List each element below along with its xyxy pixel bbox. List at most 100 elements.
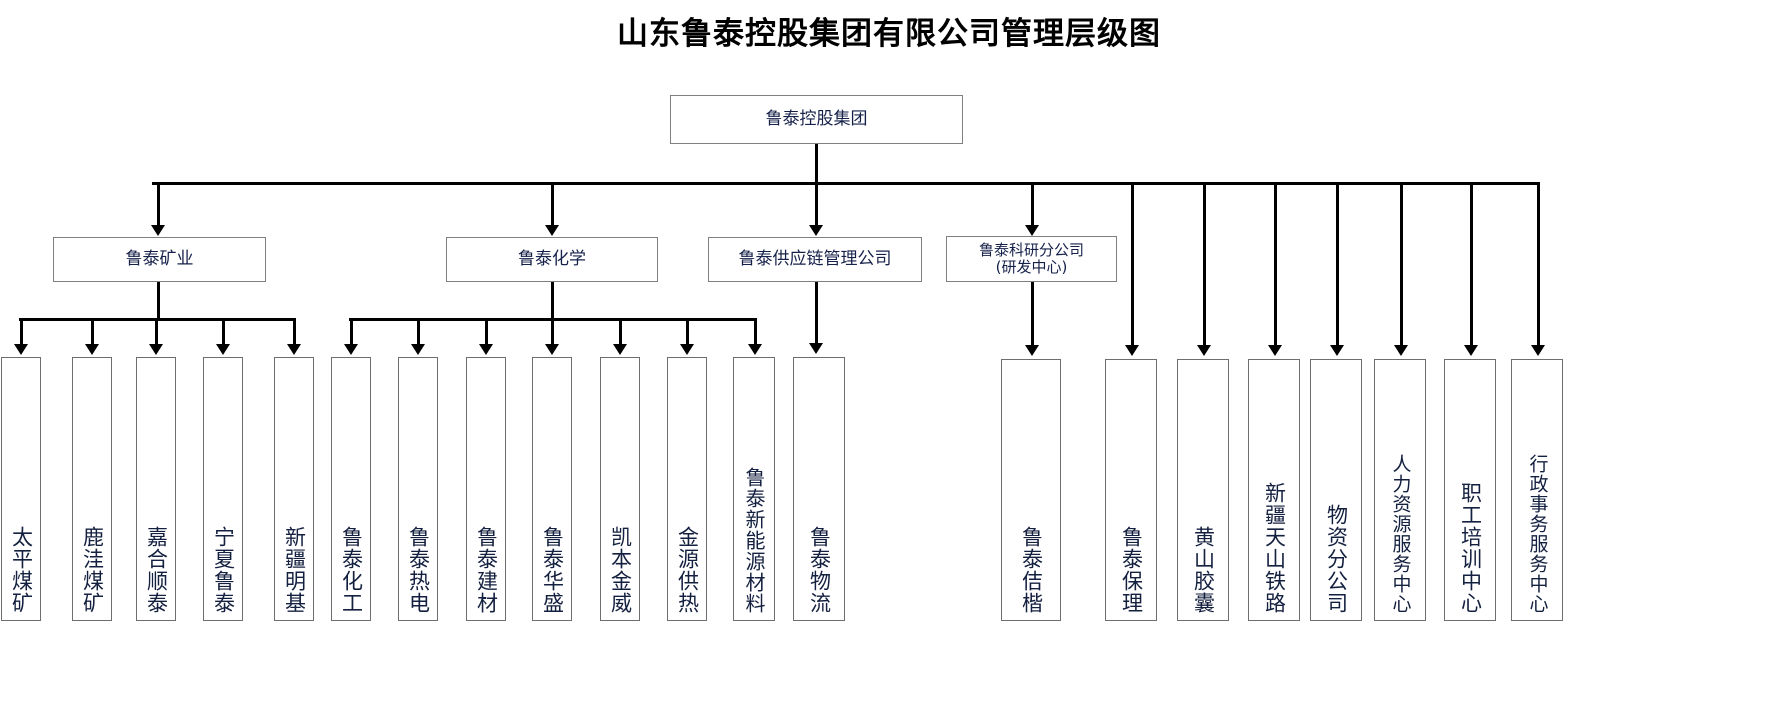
- node-chemical[interactable]: 鲁泰化学: [446, 237, 658, 282]
- connector-root-stem: [815, 144, 818, 183]
- connector-chemical-drop-1: [417, 318, 420, 346]
- leaf-direct-0[interactable]: 鲁泰保理: [1105, 359, 1157, 621]
- connector-drop-direct-5: [1470, 182, 1473, 347]
- arrow-mining: [151, 225, 165, 236]
- connector-drop-supply: [815, 182, 818, 227]
- leaf-direct-1[interactable]: 黄山胶囊: [1177, 359, 1229, 621]
- leaf-supply-0[interactable]: 鲁泰物流: [793, 357, 845, 621]
- leaf-mining-4[interactable]: 新疆明基: [274, 357, 314, 621]
- arrow-direct-6: [1531, 345, 1545, 356]
- connector-drop-direct-0: [1131, 182, 1134, 347]
- arrow-chemical-2: [479, 344, 493, 355]
- leaf-direct-6[interactable]: 行政事务服务中心: [1511, 359, 1563, 621]
- leaf-mining-2-label: 嘉合顺泰: [144, 526, 169, 614]
- arrow-mining-1: [85, 344, 99, 355]
- leaf-direct-3[interactable]: 物资分公司: [1310, 359, 1362, 621]
- arrow-chemical-0: [344, 344, 358, 355]
- connector-chemical-stem: [551, 282, 554, 320]
- leaf-mining-4-label: 新疆明基: [282, 526, 307, 614]
- leaf-chemical-4-label: 凯本金威: [608, 526, 633, 614]
- arrow-chemical: [545, 225, 559, 236]
- leaf-direct-4[interactable]: 人力资源服务中心: [1374, 359, 1426, 621]
- arrow-direct-1: [1197, 345, 1211, 356]
- leaf-chemical-3-label: 鲁泰华盛: [540, 526, 565, 614]
- leaf-direct-2-label: 新疆天山铁路: [1262, 482, 1287, 614]
- connector-drop-direct-3: [1336, 182, 1339, 347]
- connector-research-stem: [1031, 282, 1034, 347]
- arrow-supply-0: [809, 343, 823, 354]
- leaf-mining-2[interactable]: 嘉合顺泰: [136, 357, 176, 621]
- node-supply-chain[interactable]: 鲁泰供应链管理公司: [708, 237, 922, 282]
- leaf-mining-1[interactable]: 鹿洼煤矿: [72, 357, 112, 621]
- arrow-direct-5: [1464, 345, 1478, 356]
- leaf-supply-0-label: 鲁泰物流: [807, 526, 832, 614]
- connector-chemical-drop-5: [686, 318, 689, 346]
- leaf-chemical-2[interactable]: 鲁泰建材: [466, 357, 506, 621]
- connector-drop-direct-2: [1274, 182, 1277, 347]
- arrow-direct-2: [1268, 345, 1282, 356]
- connector-mining-drop-0: [20, 318, 23, 346]
- leaf-chemical-6[interactable]: 鲁泰新能源材料: [733, 357, 775, 621]
- connector-chemical-drop-6: [754, 318, 757, 346]
- node-research-label: 鲁泰科研分公司 (研发中心): [978, 240, 1084, 276]
- leaf-direct-0-label: 鲁泰保理: [1119, 526, 1144, 614]
- connector-mining-stem: [157, 282, 160, 320]
- leaf-direct-3-label: 物资分公司: [1324, 504, 1349, 614]
- connector-drop-direct-4: [1400, 182, 1403, 347]
- connector-mining-drop-1: [91, 318, 94, 346]
- arrow-mining-3: [216, 344, 230, 355]
- connector-chemical-drop-3: [551, 318, 554, 346]
- leaf-research-0-label: 鲁泰佶楷: [1019, 526, 1044, 614]
- node-research[interactable]: 鲁泰科研分公司 (研发中心): [946, 236, 1117, 282]
- leaf-mining-0-label: 太平煤矿: [9, 526, 34, 614]
- arrow-supply: [809, 225, 823, 236]
- connector-mining-drop-3: [222, 318, 225, 346]
- connector-supply-stem: [815, 282, 818, 345]
- connector-drop-chemical: [551, 182, 554, 227]
- node-supply-chain-label: 鲁泰供应链管理公司: [738, 248, 892, 269]
- arrow-mining-0: [14, 344, 28, 355]
- leaf-chemical-2-label: 鲁泰建材: [474, 526, 499, 614]
- connector-chemical-drop-2: [485, 318, 488, 346]
- arrow-mining-4: [287, 344, 301, 355]
- leaf-mining-3-label: 宁夏鲁泰: [211, 526, 236, 614]
- node-chemical-label: 鲁泰化学: [518, 248, 586, 269]
- connector-mining-drop-4: [293, 318, 296, 346]
- page-title: 山东鲁泰控股集团有限公司管理层级图: [617, 16, 1161, 52]
- connector-drop-direct-6: [1537, 182, 1540, 347]
- arrow-direct-0: [1125, 345, 1139, 356]
- leaf-direct-5-label: 职工培训中心: [1458, 482, 1483, 614]
- leaf-direct-5[interactable]: 职工培训中心: [1444, 359, 1496, 621]
- connector-chemical-drop-4: [619, 318, 622, 346]
- leaf-chemical-1[interactable]: 鲁泰热电: [398, 357, 438, 621]
- leaf-direct-2[interactable]: 新疆天山铁路: [1248, 359, 1300, 621]
- connector-drop-research: [1031, 182, 1034, 227]
- leaf-direct-6-label: 行政事务服务中心: [1526, 454, 1549, 614]
- connector-chemical-drop-0: [350, 318, 353, 346]
- leaf-mining-0[interactable]: 太平煤矿: [1, 357, 41, 621]
- connector-mining-drop-2: [155, 318, 158, 346]
- connector-drop-mining: [157, 182, 160, 227]
- leaf-chemical-5-label: 金源供热: [675, 526, 700, 614]
- arrow-research-0: [1025, 345, 1039, 356]
- node-mining[interactable]: 鲁泰矿业: [53, 237, 266, 282]
- leaf-mining-1-label: 鹿洼煤矿: [80, 526, 105, 614]
- leaf-chemical-1-label: 鲁泰热电: [406, 526, 431, 614]
- leaf-mining-3[interactable]: 宁夏鲁泰: [203, 357, 243, 621]
- leaf-chemical-3[interactable]: 鲁泰华盛: [532, 357, 572, 621]
- node-root-label: 鲁泰控股集团: [765, 108, 868, 129]
- leaf-direct-1-label: 黄山胶囊: [1191, 526, 1216, 614]
- leaf-chemical-4[interactable]: 凯本金威: [600, 357, 640, 621]
- leaf-direct-4-label: 人力资源服务中心: [1389, 454, 1412, 614]
- leaf-chemical-6-label: 鲁泰新能源材料: [742, 467, 766, 614]
- connector-main-bus: [152, 182, 1539, 185]
- leaf-chemical-5[interactable]: 金源供热: [667, 357, 707, 621]
- arrow-research: [1025, 225, 1039, 236]
- arrow-chemical-5: [680, 344, 694, 355]
- arrow-mining-2: [149, 344, 163, 355]
- leaf-chemical-0[interactable]: 鲁泰化工: [331, 357, 371, 621]
- node-root[interactable]: 鲁泰控股集团: [670, 95, 963, 144]
- leaf-research-0[interactable]: 鲁泰佶楷: [1001, 359, 1061, 621]
- arrow-direct-4: [1394, 345, 1408, 356]
